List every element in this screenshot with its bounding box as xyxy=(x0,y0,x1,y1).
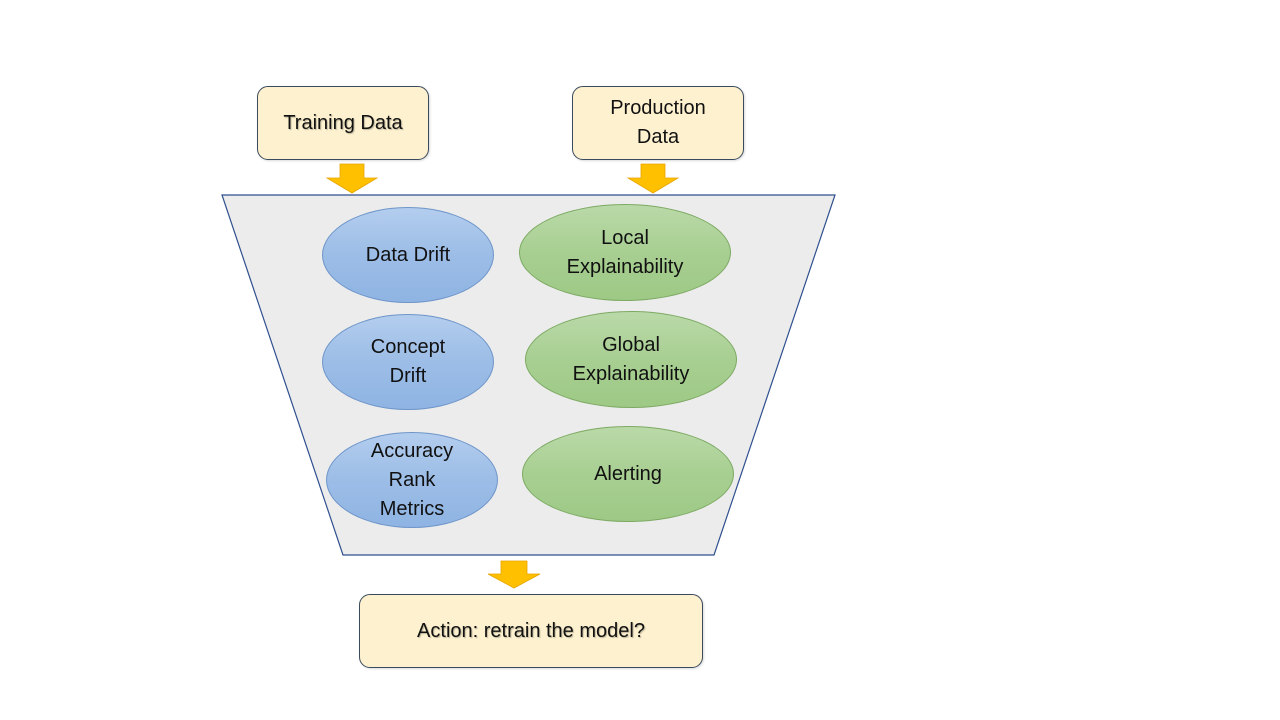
production-data-label-line2: Data xyxy=(636,126,680,148)
node-label: Local xyxy=(601,226,649,249)
arrow-down-icon xyxy=(325,163,379,194)
arrow-down-icon xyxy=(626,163,680,194)
local-explainability-node: Local Explainability xyxy=(519,204,731,301)
production-data-label-line1: Production xyxy=(610,97,706,119)
node-label: Explainability xyxy=(572,362,690,385)
action-label: Action: retrain the model? xyxy=(417,619,645,642)
data-drift-node: Data Drift xyxy=(322,207,494,303)
global-explainability-node: Global Explainability xyxy=(525,311,737,408)
node-label: Alerting xyxy=(594,462,662,485)
training-data-label: Training Data xyxy=(283,111,403,134)
node-label: Global xyxy=(602,333,660,356)
node-label: Data Drift xyxy=(365,243,451,266)
node-label: Accuracy xyxy=(370,439,454,462)
training-data-box: Training Data xyxy=(257,86,429,160)
node-label: Rank xyxy=(388,468,436,491)
concept-drift-node: Concept Drift xyxy=(322,314,494,410)
arrow-down-icon xyxy=(487,560,541,589)
production-data-box: Production Data xyxy=(572,86,744,160)
node-label: Concept xyxy=(370,336,446,358)
alerting-node: Alerting xyxy=(522,426,734,522)
node-label: Drift xyxy=(389,365,427,387)
node-label: Metrics xyxy=(379,497,445,520)
accuracy-rank-metrics-node: Accuracy Rank Metrics xyxy=(326,432,498,528)
action-box: Action: retrain the model? xyxy=(359,594,703,668)
node-label: Explainability xyxy=(566,255,684,278)
